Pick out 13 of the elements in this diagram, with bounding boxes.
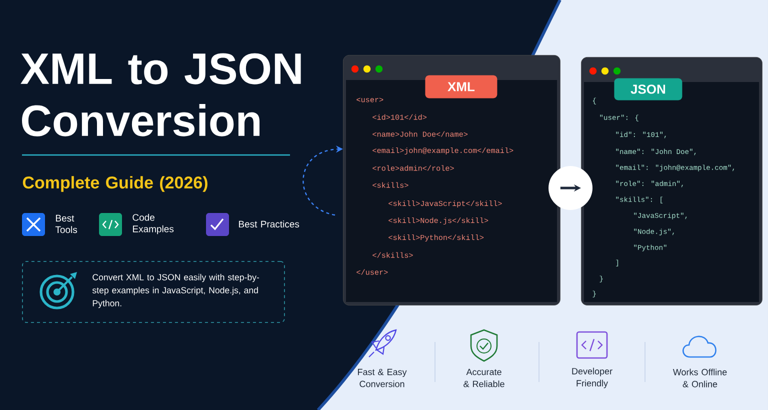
info-box: Convert XML to JSON easily with step-by-step examples in JavaScript, Node.js, and Python. <box>22 261 285 323</box>
feature-label: Fast & Easy Conversion <box>358 368 407 388</box>
title-badge: JSON <box>614 78 682 100</box>
subtitle: Complete Guide (2026) <box>22 176 208 192</box>
feature-label: Developer Friendly <box>572 368 612 388</box>
feature-label: Best Practices <box>239 220 300 228</box>
feature-label: Best Tools <box>55 214 78 234</box>
title-badge: XML <box>425 75 498 98</box>
title: XML to JSON Conversion <box>20 53 301 136</box>
feature-label: Code Examples <box>132 214 174 234</box>
feature-label: Works Offline & Online <box>672 368 727 388</box>
feature-label: Accurate & Reliable <box>464 368 504 388</box>
arrow <box>548 166 592 210</box>
